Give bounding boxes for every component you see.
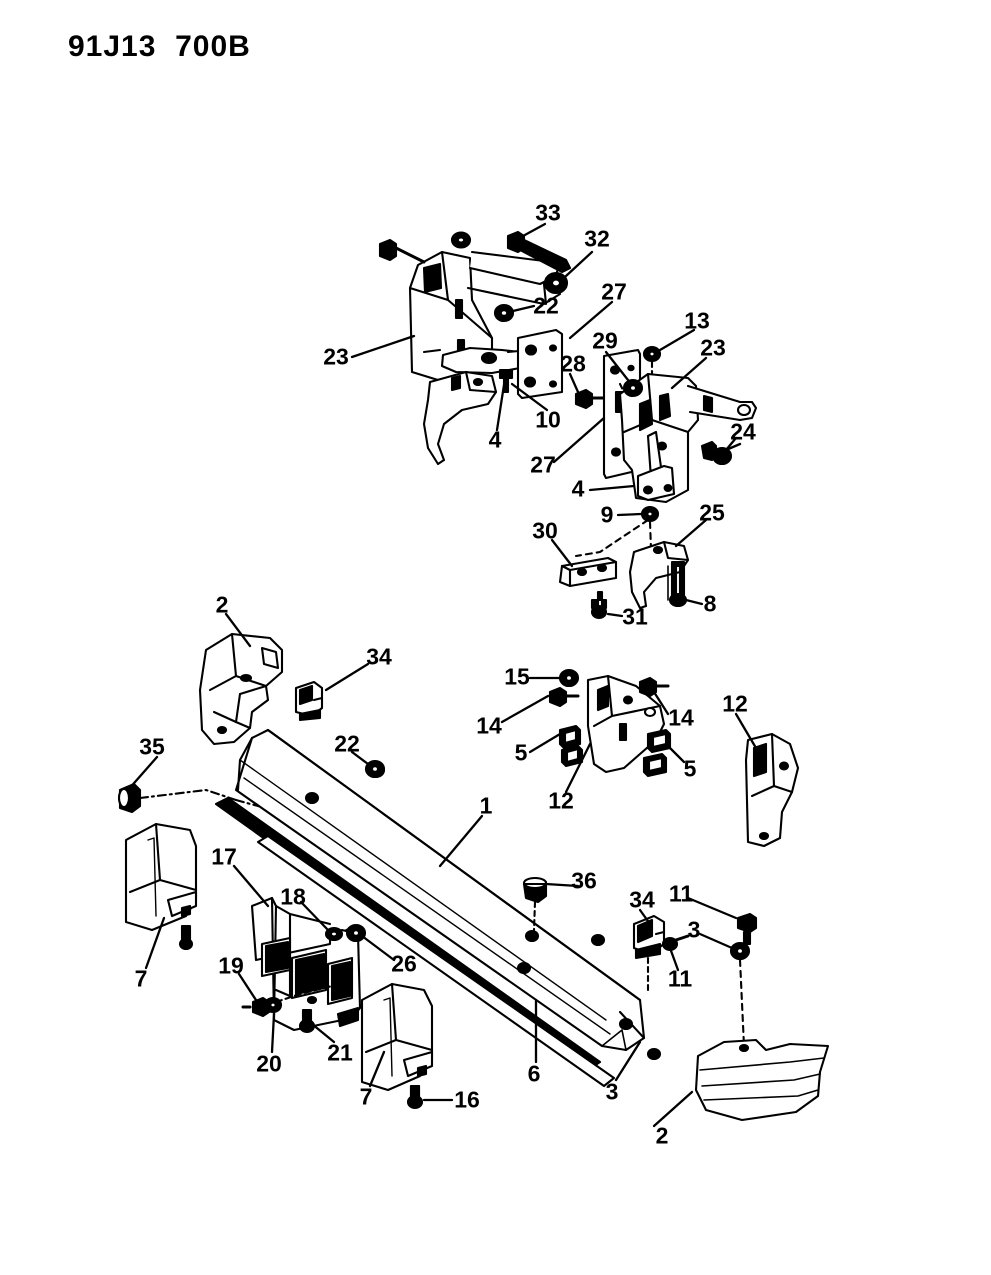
callout-35: 35 — [139, 733, 165, 760]
callout-4-lower: 4 — [571, 475, 585, 502]
part-9-nut — [640, 505, 660, 523]
callout-26: 26 — [391, 950, 417, 977]
callout-11-lower: 11 — [667, 965, 693, 992]
bolt-upper-left — [378, 238, 426, 264]
callout-25: 25 — [699, 499, 725, 526]
part-5-bushing-d — [642, 752, 668, 778]
part-36-plug — [522, 876, 548, 904]
part-2-endcap-lower — [694, 1038, 830, 1122]
callout-32: 32 — [584, 225, 610, 252]
callout-7-left: 7 — [134, 965, 148, 992]
callout-28: 28 — [560, 350, 586, 377]
callout-10: 10 — [535, 406, 561, 433]
part-22-nut-lower — [364, 759, 386, 779]
part-12-bracket-right — [744, 732, 800, 848]
callout-3-upper: 3 — [687, 916, 701, 943]
callout-9: 9 — [600, 501, 614, 528]
callout-6: 6 — [527, 1060, 541, 1087]
part-5-bushing-c — [646, 728, 672, 754]
callout-5-left: 5 — [514, 739, 528, 766]
callout-33: 33 — [535, 199, 561, 226]
part-32-nut — [543, 271, 569, 295]
callout-12-right: 12 — [722, 690, 748, 717]
callout-14-right: 14 — [668, 704, 694, 731]
callout-15: 15 — [504, 663, 530, 690]
part-22-nut-upper — [493, 303, 515, 323]
callout-12-center: 12 — [548, 787, 574, 814]
callout-16: 16 — [454, 1086, 480, 1113]
part-11-bolt — [736, 912, 758, 946]
callout-34-upper: 34 — [366, 643, 392, 670]
part-29-nut — [622, 378, 644, 398]
part-17-license-bracket — [250, 896, 362, 1032]
part-24-pin — [700, 440, 742, 466]
callout-21: 21 — [327, 1039, 353, 1066]
part-14-bolt-right — [638, 676, 670, 698]
part-2-endcap-upper — [198, 632, 284, 746]
callout-23-left: 23 — [323, 343, 349, 370]
part-8-bolt — [668, 560, 688, 608]
callout-17: 17 — [211, 843, 237, 870]
part-21-fastener — [298, 1008, 316, 1034]
part-16-fastener — [406, 1084, 424, 1110]
part-15-nut — [558, 668, 580, 688]
part-34-clip-upper — [294, 680, 324, 722]
callout-36: 36 — [571, 867, 597, 894]
callout-22-upper: 22 — [533, 292, 559, 319]
part-7-endcap-lower — [360, 982, 434, 1109]
part-7-endcap-left — [124, 822, 198, 951]
part-25-tow-hook — [628, 540, 690, 610]
part-30-bracket — [558, 556, 618, 588]
callout-5-right: 5 — [683, 755, 697, 782]
callout-34-lower: 34 — [629, 886, 655, 913]
callout-19: 19 — [218, 952, 244, 979]
part-14-bolt-left — [548, 686, 580, 708]
callout-22-lower: 22 — [334, 730, 360, 757]
part-34-clip-lower — [632, 914, 690, 960]
callout-27-upper: 27 — [601, 278, 627, 305]
callout-24: 24 — [730, 418, 756, 445]
callout-20: 20 — [256, 1050, 282, 1077]
part-13-screw — [642, 345, 662, 363]
callout-18: 18 — [280, 883, 306, 910]
part-23-right-bracket — [618, 372, 758, 504]
part-27-plate-left — [516, 328, 564, 400]
part-4-plate-lower — [636, 464, 676, 502]
tow-hook-left — [422, 370, 498, 466]
callout-30: 30 — [532, 517, 558, 544]
callout-2-lower: 2 — [655, 1122, 669, 1149]
callout-14-left: 14 — [476, 712, 502, 739]
callout-7-lower: 7 — [359, 1083, 373, 1110]
callout-13: 13 — [684, 307, 710, 334]
callout-23-right: 23 — [700, 334, 726, 361]
part-18-screw — [324, 926, 344, 942]
part-26-nut — [345, 923, 367, 943]
callout-4-upper: 4 — [488, 426, 502, 453]
callout-11-upper: 11 — [668, 880, 694, 907]
callout-31: 31 — [622, 603, 648, 630]
leader-lines — [126, 222, 758, 1128]
part-5-bushing-a — [558, 724, 582, 750]
callout-2-upper: 2 — [215, 591, 229, 618]
callout-27-lower: 27 — [530, 451, 556, 478]
part-3-nut — [729, 941, 751, 961]
page-title: 91J13 700B — [68, 30, 251, 63]
part-5-bushing-b — [560, 744, 584, 768]
part-31-bolt — [590, 590, 608, 620]
nut-top-center — [450, 231, 472, 249]
callout-29: 29 — [592, 327, 618, 354]
part-10-screw — [498, 368, 514, 394]
callout-8: 8 — [703, 590, 717, 617]
callout-1: 1 — [479, 792, 493, 819]
part-28-bolt — [574, 388, 614, 410]
part-33-bolt — [506, 230, 572, 274]
callout-3-lower: 3 — [605, 1078, 619, 1105]
